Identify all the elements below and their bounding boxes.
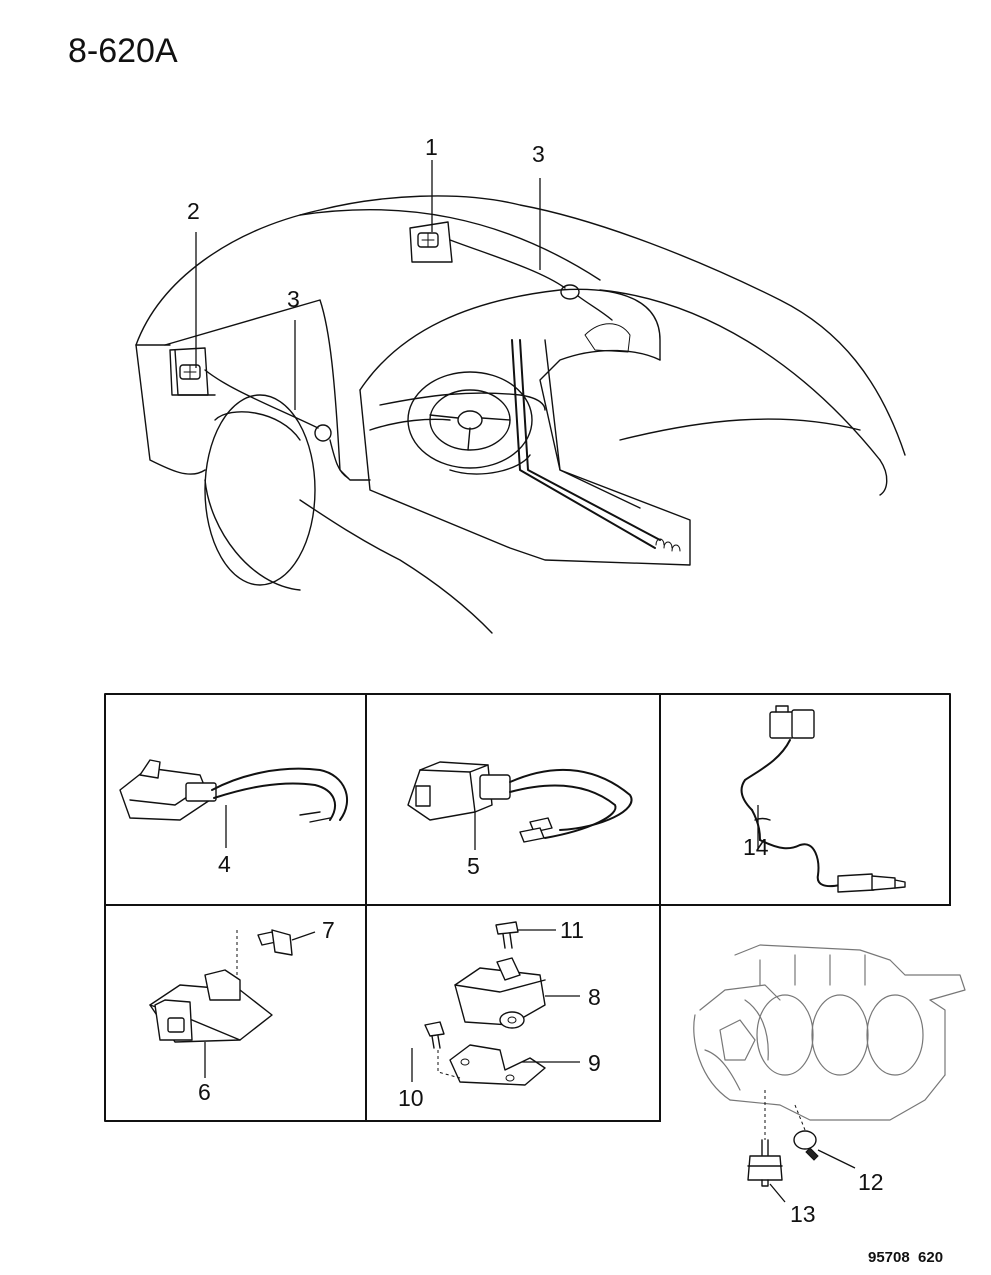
- callout-6: 6: [198, 1079, 211, 1105]
- callout-14: 14: [743, 834, 769, 860]
- part-12-sensor-icon: [793, 1130, 856, 1169]
- module-1-icon: [409, 221, 453, 263]
- part-5-connector-icon: [407, 761, 633, 850]
- part-10-screw-icon: [411, 1021, 445, 1082]
- part-7-bolt-icon: [257, 929, 316, 956]
- callout-11: 11: [560, 917, 584, 943]
- callout-4: 4: [218, 851, 231, 877]
- callout-1: 1: [425, 134, 438, 160]
- callout-9: 9: [588, 1050, 601, 1076]
- part-11-screw-icon: [495, 921, 556, 949]
- steering-wheel: [407, 371, 533, 475]
- callout-2: 2: [187, 198, 200, 224]
- part-9-bracket-icon: [437, 1044, 580, 1086]
- callout-3-roof: 3: [532, 141, 545, 167]
- part-6-control-module-icon: [149, 930, 273, 1078]
- part-8-sensor-icon: [454, 957, 580, 1029]
- callout-10: 10: [398, 1085, 424, 1111]
- figure-code: 95708 620: [868, 1249, 943, 1266]
- engine-illustration: [693, 944, 966, 1140]
- module-2-icon: [169, 347, 209, 396]
- callout-13: 13: [790, 1201, 816, 1227]
- callout-12: 12: [858, 1169, 884, 1195]
- part-14-oxygen-sensor-icon: [740, 705, 906, 893]
- parts-grid: [104, 693, 953, 1124]
- callout-3-quarter: 3: [287, 286, 300, 312]
- part-4-harness-icon: [119, 759, 349, 848]
- part-13-sensor-icon: [747, 1139, 786, 1203]
- callout-8: 8: [588, 984, 601, 1010]
- callout-7: 7: [322, 917, 335, 943]
- page-code: 8-620A: [68, 32, 178, 70]
- callout-5: 5: [467, 853, 480, 879]
- vehicle-illustration: [135, 160, 906, 634]
